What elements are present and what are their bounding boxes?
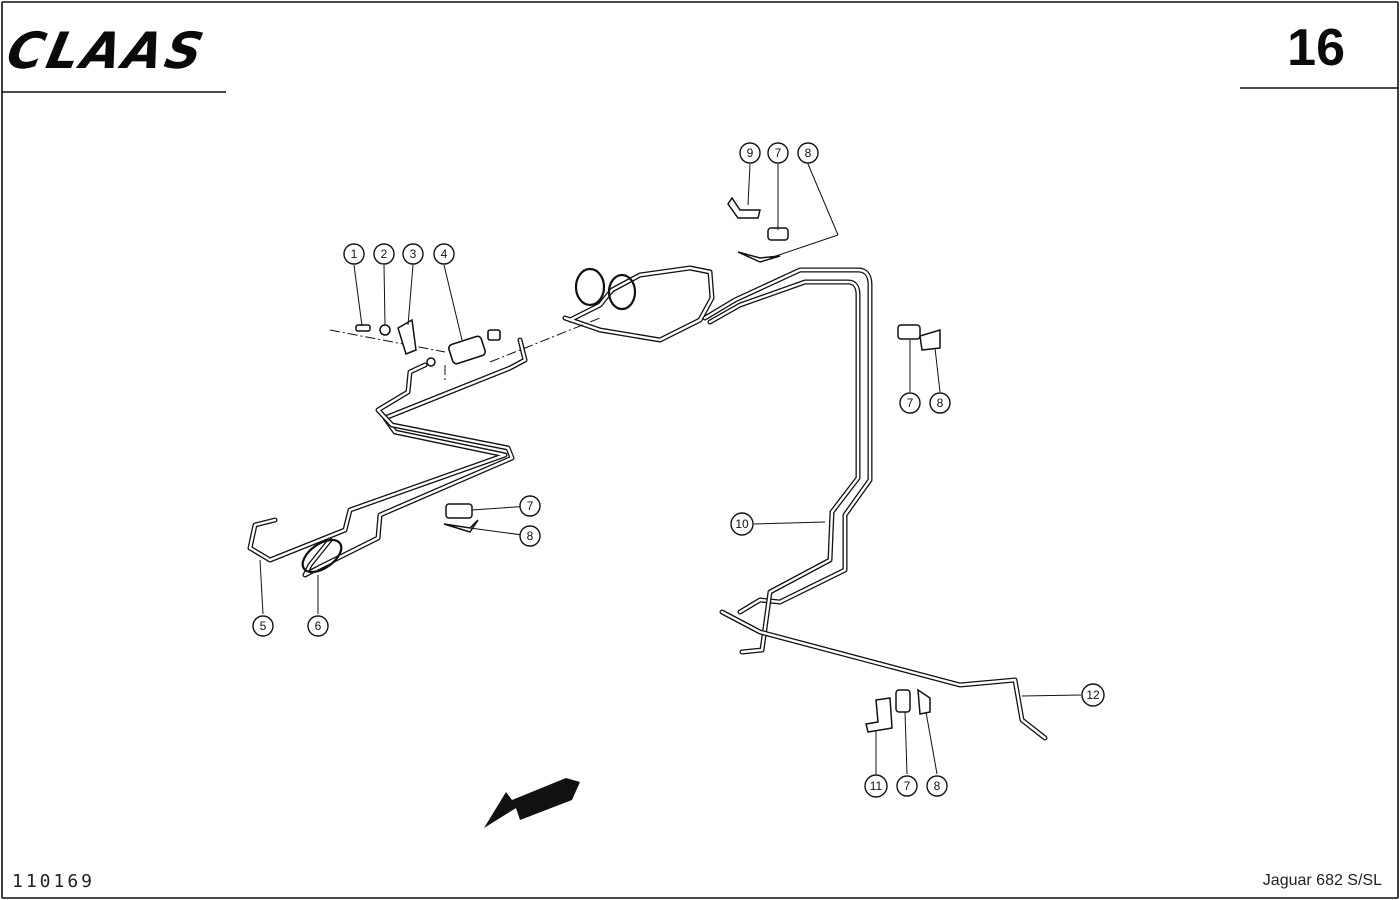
callout-7-center: 7 (519, 495, 541, 517)
svg-text:8: 8 (527, 529, 534, 543)
page-number: 16 (1287, 19, 1345, 77)
callout-8-center: 8 (519, 525, 541, 547)
valve-block (447, 329, 501, 365)
callout-11: 11 (864, 774, 888, 798)
clamp-group-center (443, 503, 479, 533)
callout-12: 12 (1081, 683, 1105, 707)
callout-6: 6 (307, 615, 329, 637)
clamp-group-right (897, 324, 941, 351)
svg-text:7: 7 (904, 779, 911, 793)
callout-8-right: 8 (929, 392, 951, 414)
svg-text:6: 6 (315, 619, 322, 633)
svg-text:1: 1 (351, 247, 358, 261)
svg-text:2: 2 (381, 247, 388, 261)
callout-8-bottom: 8 (926, 775, 948, 797)
coil-left (574, 267, 606, 307)
callout-3: 3 (402, 243, 424, 265)
model-label: Jaguar 682 S/SL (1262, 872, 1382, 889)
svg-text:12: 12 (1086, 688, 1100, 702)
svg-text:8: 8 (805, 146, 812, 160)
coil-right (607, 273, 637, 311)
svg-text:7: 7 (775, 146, 782, 160)
clamp-group-top (727, 196, 789, 263)
callout-5: 5 (252, 615, 274, 637)
hydraulic-lines (247, 265, 1048, 741)
line-6-outer (302, 362, 515, 578)
line-5-inner (248, 338, 527, 562)
small-parts-1-2-3 (355, 318, 436, 367)
callout-1: 1 (343, 243, 365, 265)
svg-text:8: 8 (934, 779, 941, 793)
line-10b-outer (707, 279, 861, 655)
svg-text:10: 10 (735, 517, 749, 531)
callout-7-right: 7 (899, 392, 921, 414)
drawing-number: 110169 (12, 871, 96, 892)
clamp-group-bottom (865, 688, 931, 733)
callout-7-bottom: 7 (896, 775, 918, 797)
svg-text:7: 7 (527, 499, 534, 513)
coil-lower-left (301, 538, 343, 574)
line-6-inner (303, 363, 514, 577)
direction-arrow (484, 778, 580, 828)
callout-4: 4 (433, 243, 455, 265)
svg-text:11: 11 (870, 779, 883, 793)
callout-8-top: 8 (797, 142, 819, 164)
callout-2: 2 (373, 243, 395, 265)
line-10-inner (703, 268, 872, 614)
svg-text:3: 3 (410, 247, 417, 261)
line-12-inner (720, 610, 1047, 740)
svg-text:9: 9 (747, 146, 754, 160)
svg-text:5: 5 (260, 619, 267, 633)
callout-10: 10 (730, 512, 754, 536)
svg-text:7: 7 (907, 396, 914, 410)
callout-9: 9 (739, 142, 761, 164)
manifold-inner (563, 266, 714, 342)
axis-lines (329, 317, 601, 380)
line-10b-inner (708, 280, 860, 654)
callout-7-top: 7 (767, 142, 789, 164)
svg-text:8: 8 (937, 396, 944, 410)
svg-text:4: 4 (441, 247, 448, 261)
